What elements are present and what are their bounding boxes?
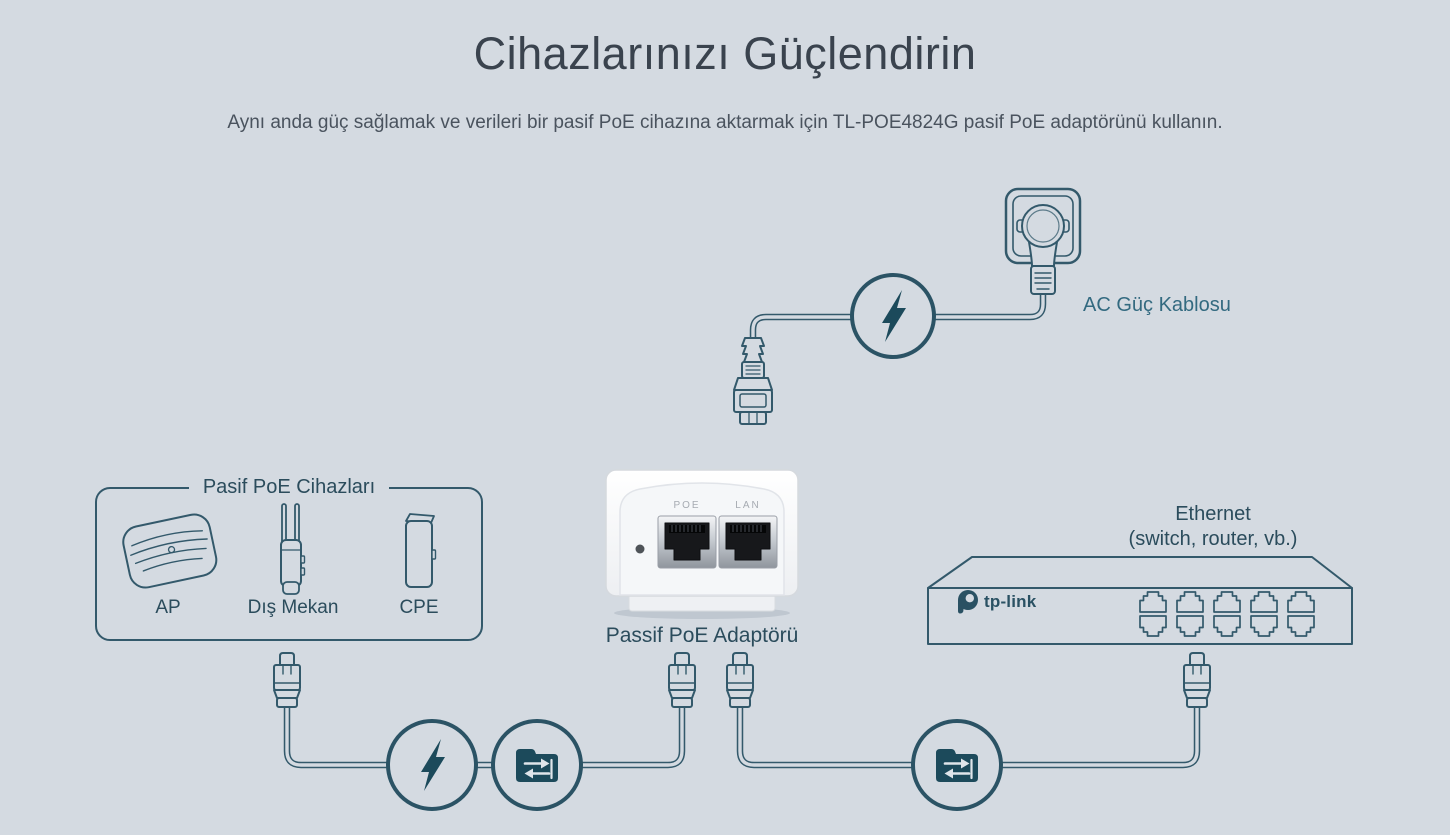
adapter-label: Passif PoE Adaptörü [605,624,799,647]
ethernet-label-line2: (switch, router, vb.) [1128,528,1298,550]
tp-link-logo-icon [958,590,978,614]
c13-connector-icon [733,337,773,425]
data-badge-left [491,719,583,811]
device-label-outdoor: Dış Mekan [247,597,339,618]
ethernet-switch [927,556,1353,645]
device-label-cpe: CPE [399,597,439,618]
ethernet-label: Ethernet (switch, router, vb.) [1063,502,1363,552]
ac-power-cable-label: AC Güç Kablosu [1083,294,1231,316]
page-subtitle: Aynı anda güç sağlamak ve verileri bir p… [227,112,1223,133]
poe-port-label: POE [673,500,701,511]
data-badge-right [911,719,1003,811]
page-title: Cihazlarınızı Güçlendirin [473,28,977,79]
power-badge [850,273,936,359]
poe-port [657,515,717,569]
ap-device-icon [122,513,218,589]
adapter-led [635,544,645,554]
cpe-device-icon [405,513,437,588]
power-badge-bottom [386,719,478,811]
poe-devices-box-title: Pasif PoE Cihazları [188,476,390,499]
ethernet-label-line1: Ethernet [1175,503,1251,525]
device-label-ap: AP [155,597,181,618]
outdoor-device-icon [280,503,306,595]
tp-link-logo-text: tp-link [984,592,1037,611]
tp-link-logo: tp-link [957,590,1036,614]
ac-plug-icon [1016,204,1070,295]
poe-devices-box-title-wrap: Pasif PoE Cihazları [96,476,482,499]
lan-port-label: LAN [735,500,761,511]
poe-ethernet-cable [283,702,686,769]
lan-port [718,515,778,569]
poe-adapter-device [605,469,799,619]
